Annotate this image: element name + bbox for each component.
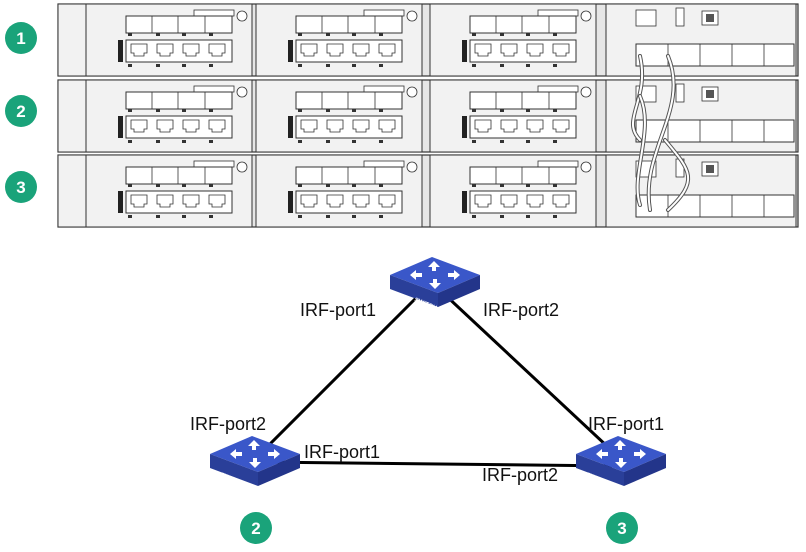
top-left-port-label: IRF-port1 — [300, 300, 376, 320]
switch-right: SWITCH — [576, 436, 666, 487]
link-bottom — [257, 460, 619, 468]
chassis-1 — [57, 3, 799, 77]
top-right-port-label: IRF-port2 — [483, 300, 559, 320]
member-badge-2: 2 — [5, 95, 37, 127]
right-top-port-label: IRF-port1 — [588, 414, 664, 434]
right-left-port-label: IRF-port2 — [482, 465, 558, 485]
topology-badge-3: 3 — [606, 512, 638, 544]
left-right-port-label: IRF-port1 — [304, 442, 380, 462]
link-top-left — [250, 290, 424, 464]
chassis-2 — [57, 79, 799, 153]
member-badge-3: 3 — [5, 171, 37, 203]
topology-badge-3-label: 3 — [617, 519, 626, 538]
chassis-3 — [57, 154, 799, 228]
chassis-stack — [57, 3, 799, 228]
member-badge-1-label: 1 — [16, 29, 25, 48]
topology-badge-2: 2 — [240, 512, 272, 544]
switch-top: SWITCH — [390, 257, 480, 312]
member-badge-1: 1 — [5, 22, 37, 54]
irf-cables — [630, 54, 690, 212]
irf-ring-links — [250, 290, 626, 468]
switch-left: SWITCH — [210, 436, 300, 487]
member-badge-2-label: 2 — [16, 102, 25, 121]
link-top-right — [440, 290, 626, 464]
left-top-port-label: IRF-port2 — [190, 414, 266, 434]
member-badge-3-label: 3 — [16, 178, 25, 197]
topology-badge-2-label: 2 — [251, 519, 260, 538]
